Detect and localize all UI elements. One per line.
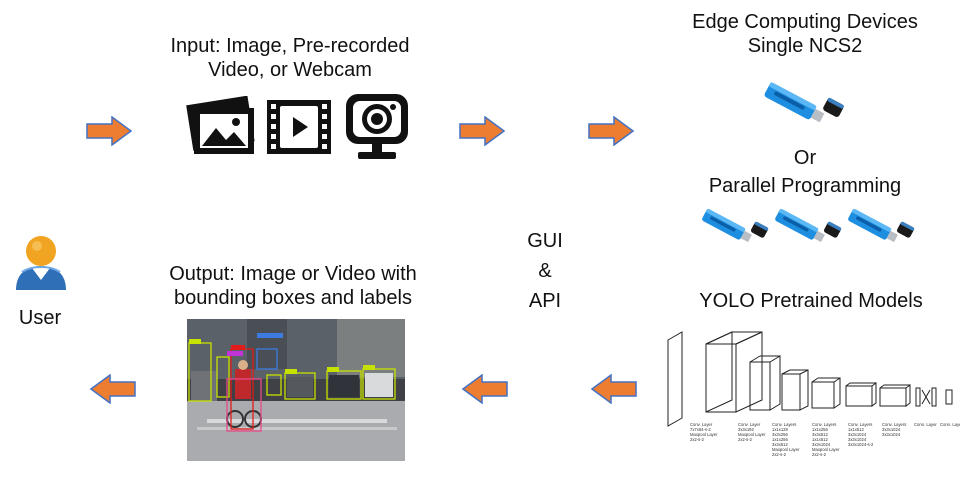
svg-text:1x1x128: 1x1x128 (772, 427, 789, 432)
svg-text:7x7x64-s-2: 7x7x64-s-2 (690, 427, 711, 432)
output-label-line1: Output: Image or Video with (169, 263, 417, 285)
svg-text:3x3x1024: 3x3x1024 (882, 432, 901, 437)
svg-text:Conv. Layer: Conv. Layer (738, 422, 761, 427)
svg-text:Conv. Layers: Conv. Layers (812, 422, 836, 427)
edge-parallel-label: Parallel Programming (708, 175, 902, 197)
svg-text:3x3x192: 3x3x192 (738, 427, 755, 432)
flow-arrow-right-2 (459, 116, 505, 146)
svg-text:2x2-s-2: 2x2-s-2 (690, 437, 705, 442)
webcam-icon (342, 92, 412, 162)
edge-label-line2: Single NCS2 (747, 35, 863, 57)
svg-text:3x3x512: 3x3x512 (772, 442, 789, 447)
edge-label-line1: Edge Computing Devices (692, 11, 918, 33)
interface-label: GUI & API (515, 226, 575, 316)
user-avatar-icon (12, 232, 70, 292)
user-label: User (18, 307, 62, 329)
svg-text:Conv. Layers: Conv. Layers (882, 422, 906, 427)
svg-text:1x1x256: 1x1x256 (772, 437, 789, 442)
edge-or-label: Or (793, 147, 817, 169)
video-icon (265, 96, 333, 158)
svg-text:3x3x1024: 3x3x1024 (848, 437, 867, 442)
svg-text:1x1x512: 1x1x512 (848, 427, 865, 432)
svg-text:Maxpool Layer: Maxpool Layer (690, 432, 718, 437)
yolo-label: YOLO Pretrained Models (699, 290, 923, 312)
flow-arrow-left-1 (591, 374, 637, 404)
svg-text:Conv. Layers: Conv. Layers (772, 422, 796, 427)
ncs2-single-stick-icon (762, 78, 846, 128)
input-label-line2: Video, or Webcam (208, 59, 372, 81)
svg-text:1x1x256: 1x1x256 (812, 427, 829, 432)
input-label-line1: Input: Image, Pre-recorded (170, 35, 410, 57)
svg-text:Maxpool Layer: Maxpool Layer (772, 447, 800, 452)
svg-text:3x3x512: 3x3x512 (812, 432, 829, 437)
svg-text:2x2-s-2: 2x2-s-2 (812, 452, 827, 457)
detection-output-image (187, 319, 405, 461)
ncs2-parallel-stick-icon-2 (773, 204, 843, 248)
ncs2-parallel-stick-icon-3 (846, 204, 916, 248)
yolo-architecture-diagram: Conv. Layer 7x7x64-s-2 Maxpool Layer 2x2… (660, 326, 960, 466)
interface-api: API (528, 290, 562, 312)
svg-text:Maxpool Layer: Maxpool Layer (812, 447, 840, 452)
flow-arrow-left-2 (462, 374, 508, 404)
flow-arrow-right-1 (86, 116, 132, 146)
svg-text:3x3x1024: 3x3x1024 (812, 442, 831, 447)
input-label: Input: Image, Pre-recorded Video, or Web… (140, 34, 440, 82)
ncs2-parallel-stick-icon-1 (700, 204, 770, 248)
output-label: Output: Image or Video with bounding box… (140, 262, 446, 310)
svg-text:2x2-s-2: 2x2-s-2 (738, 437, 753, 442)
svg-text:2x2-s-2: 2x2-s-2 (772, 452, 787, 457)
interface-amp: & (538, 260, 552, 282)
svg-text:3x3x1024: 3x3x1024 (882, 427, 901, 432)
image-icon (184, 96, 260, 158)
svg-text:1x1x512: 1x1x512 (812, 437, 829, 442)
interface-gui: GUI (527, 230, 563, 252)
svg-text:Conv. Layer: Conv. Layer (690, 422, 713, 427)
svg-text:3x3x1024-s-2: 3x3x1024-s-2 (848, 442, 874, 447)
svg-text:3x3x1024: 3x3x1024 (848, 432, 867, 437)
flow-arrow-right-3 (588, 116, 634, 146)
svg-text:3x3x256: 3x3x256 (772, 432, 789, 437)
edge-label: Edge Computing Devices Single NCS2 (640, 10, 970, 58)
svg-text:Conn. Layer: Conn. Layer (940, 422, 960, 427)
svg-text:Conv. Layers: Conv. Layers (848, 422, 872, 427)
svg-text:Conn. Layer: Conn. Layer (914, 422, 937, 427)
output-label-line2: bounding boxes and labels (174, 287, 412, 309)
svg-text:Maxpool Layer: Maxpool Layer (738, 432, 766, 437)
flow-arrow-left-3 (90, 374, 136, 404)
